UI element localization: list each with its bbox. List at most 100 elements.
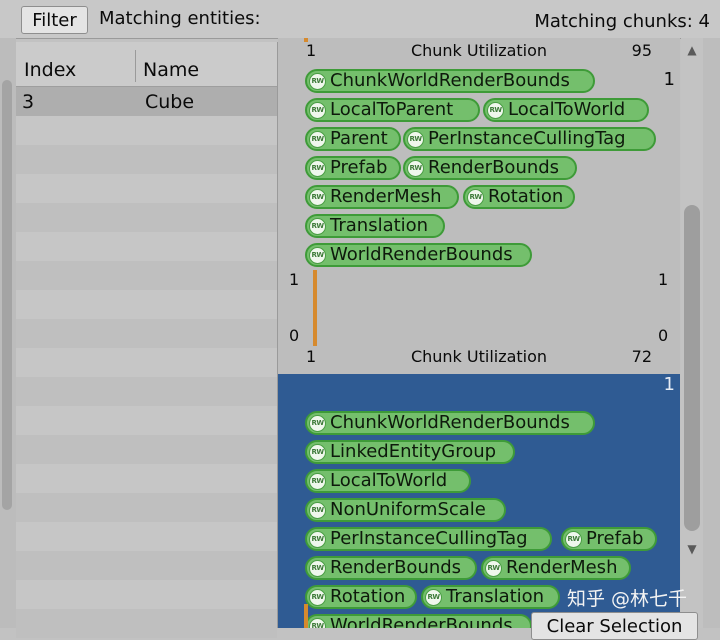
empty-row: [16, 377, 277, 406]
utilization-graph: 1 1 0 0: [278, 266, 680, 346]
chunk-max-label: 95: [631, 41, 652, 60]
read-write-icon: RW: [565, 530, 582, 548]
read-write-icon: RW: [309, 72, 326, 90]
empty-row: [16, 493, 277, 522]
read-write-icon: RW: [309, 246, 326, 264]
empty-row: [16, 435, 277, 464]
read-write-icon: RW: [407, 130, 424, 148]
component-tag-label: Prefab: [330, 157, 388, 178]
column-separator[interactable]: [135, 50, 136, 82]
utilization-bar: [313, 270, 317, 346]
matching-chunks-label: Matching chunks: 4: [534, 11, 710, 32]
graph-y-max-right: 1: [658, 270, 669, 289]
left-scrollbar-thumb[interactable]: [2, 80, 12, 510]
read-write-icon: RW: [309, 617, 326, 628]
component-tag-label: ChunkWorldRenderBounds: [330, 412, 570, 433]
read-write-icon: RW: [309, 159, 326, 177]
component-tag-label: NonUniformScale: [330, 499, 486, 520]
read-write-icon: RW: [485, 559, 502, 577]
graph-y-min-right: 0: [658, 326, 669, 345]
scroll-up-arrow-icon[interactable]: ▲: [687, 43, 697, 57]
table-row[interactable]: [16, 87, 277, 116]
read-write-icon: RW: [309, 588, 326, 606]
component-tag-label: RenderMesh: [506, 557, 618, 578]
read-write-icon: RW: [309, 414, 326, 432]
read-write-icon: RW: [425, 588, 442, 606]
component-tag-label: Rotation: [488, 186, 564, 207]
read-write-icon: RW: [309, 559, 326, 577]
utilization-bar: [304, 38, 308, 42]
read-write-icon: RW: [309, 472, 326, 490]
read-write-icon: RW: [487, 101, 504, 119]
component-tag-label: PerInstanceCullingTag: [330, 528, 528, 549]
table-header: Index Name: [16, 42, 277, 87]
component-tag-label: Translation: [330, 215, 429, 236]
component-tag-label: Rotation: [330, 586, 406, 607]
graph-y-min-left: 0: [289, 326, 300, 345]
read-write-icon: RW: [309, 530, 326, 548]
utilization-bar: [304, 604, 308, 628]
read-write-icon: RW: [309, 188, 326, 206]
empty-row: [16, 551, 277, 580]
empty-row: [16, 203, 277, 232]
component-tag-label: RenderBounds: [330, 557, 462, 578]
component-tag-label: WorldRenderBounds: [330, 615, 513, 629]
filter-button[interactable]: Filter: [21, 6, 88, 34]
component-tag[interactable]: RW WorldRenderBounds: [305, 614, 532, 628]
column-header-name[interactable]: Name: [143, 59, 200, 81]
chunk-utilization-title: Chunk Utilization: [410, 347, 548, 366]
empty-row: [16, 319, 277, 348]
component-tag-label: Translation: [446, 586, 545, 607]
column-header-index[interactable]: Index: [24, 59, 77, 81]
component-tag-label: LocalToWorld: [508, 99, 626, 120]
component-tag-label: ChunkWorldRenderBounds: [330, 70, 570, 91]
chunk-entity-count: 1: [663, 69, 675, 90]
empty-row: [16, 145, 277, 174]
component-tag-label: LocalToParent: [330, 99, 454, 120]
entities-table: Index Name 3 Cube: [16, 42, 278, 638]
empty-row: [16, 609, 277, 638]
row-index-cell: 3: [22, 91, 35, 113]
read-write-icon: RW: [309, 443, 326, 461]
read-write-icon: RW: [407, 159, 424, 177]
chunk-min-label: 1: [306, 347, 317, 366]
scroll-down-arrow-icon[interactable]: ▼: [687, 542, 697, 556]
read-write-icon: RW: [309, 130, 326, 148]
chunk-max-label: 72: [631, 347, 652, 366]
component-tag-label: RenderBounds: [428, 157, 560, 178]
graph-y-max-left: 1: [289, 270, 300, 289]
chunk-scrollbar-thumb[interactable]: [684, 205, 700, 531]
clear-selection-button[interactable]: Clear Selection: [531, 612, 698, 640]
component-tag-label: PerInstanceCullingTag: [428, 128, 626, 149]
read-write-icon: RW: [309, 501, 326, 519]
read-write-icon: RW: [309, 101, 326, 119]
read-write-icon: RW: [309, 217, 326, 235]
chunk-min-label: 1: [306, 41, 317, 60]
chunk-entity-count: 1: [663, 374, 675, 395]
component-tag-label: LocalToWorld: [330, 470, 448, 491]
component-tag-label: RenderMesh: [330, 186, 442, 207]
